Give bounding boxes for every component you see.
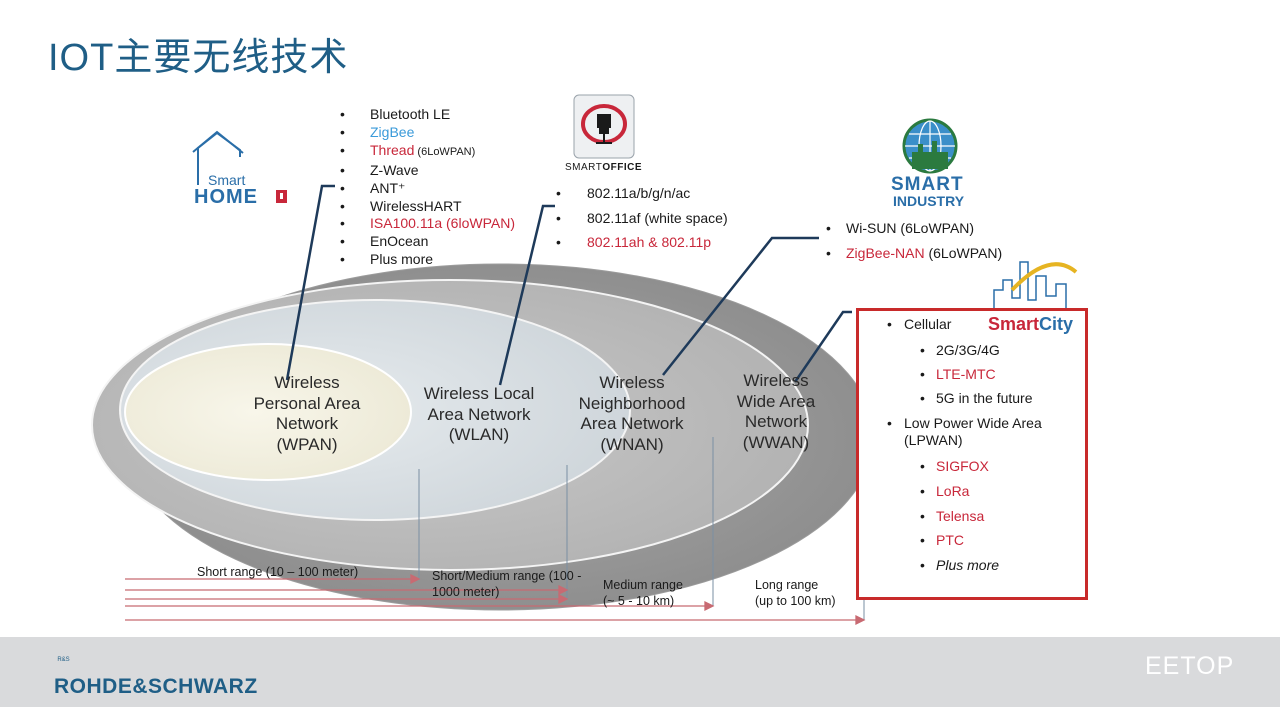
- wlan-label: Wireless Local Area Network (WLAN): [423, 384, 535, 444]
- range-short-medium-label: Short/Medium range (100 - 1000 meter): [432, 569, 582, 599]
- city-tech-name: Telensa: [936, 508, 985, 524]
- smart-home-text-2: HOME: [194, 186, 258, 208]
- smart-home-text-1: Smart: [208, 172, 246, 188]
- home-tech-name: ZigBee: [370, 123, 415, 140]
- city-tech-item: •Plus more: [920, 557, 1000, 573]
- industry-tech-suffix: (6LoWPAN): [924, 244, 1003, 261]
- city-tech-name: LTE-MTC: [936, 366, 996, 382]
- city-tech-name: SIGFOX: [936, 458, 989, 474]
- industry-tech-name: ZigBee-NAN: [846, 244, 925, 261]
- smart-city-prefix: Smart: [988, 314, 1040, 334]
- smart-city-suffix: City: [1039, 314, 1074, 334]
- home-tech-item: ISA100.11a (6loWPAN): [340, 215, 515, 233]
- home-tech-item: Plus more: [340, 251, 515, 269]
- range-medium-label: Medium range (~ 5 - 10 km): [603, 578, 683, 608]
- city-leader-line: [793, 310, 852, 383]
- eetop-watermark: EETOP: [1145, 652, 1235, 680]
- wnan-label: Wireless Neighborhood Area Network (WNAN…: [578, 373, 686, 454]
- city-tech-item: •SIGFOX: [920, 458, 989, 474]
- home-tech-item: EnOcean: [340, 233, 515, 251]
- home-tech-item: Bluetooth LE: [340, 106, 515, 124]
- city-tech-item: •PTC: [920, 532, 964, 548]
- city-tech-name: Plus more: [936, 557, 1000, 573]
- footer-bar: [0, 637, 1280, 707]
- city-tech-item: •LoRa: [920, 483, 970, 499]
- home-tech-item: Thread (6LoWPAN): [340, 142, 515, 162]
- industry-tech-name: Wi-SUN: [846, 220, 897, 236]
- range-short-label: Short range (10 – 100 meter): [197, 565, 359, 579]
- city-tech-name: PTC: [936, 532, 964, 548]
- wpan-oval: [124, 343, 412, 481]
- smart-office-text: SMARTOFFICE: [565, 162, 642, 173]
- smart-industry-logo: [902, 118, 958, 174]
- home-tech-name: ISA100.11a (6loWPAN): [370, 215, 515, 232]
- range-long-label: Long range (up to 100 km): [755, 578, 836, 608]
- city-tech-item: •LTE-MTC: [920, 366, 996, 382]
- smart-city-logo: [993, 261, 1067, 310]
- city-tech-name: 2G/3G/4G: [936, 342, 1000, 358]
- smart-city-text: SmartCity: [988, 314, 1073, 335]
- smart-home-logo: [192, 130, 244, 185]
- home-tech-name: WirelessHART: [370, 197, 462, 214]
- home-tech-name: Z-Wave: [370, 161, 419, 178]
- industry-technology-list: Wi-SUN (6LoWPAN)ZigBee-NAN (6LoWPAN): [826, 216, 1002, 265]
- home-tech-item: ANT⁺: [340, 180, 515, 198]
- home-tech-note: (6LoWPAN): [414, 145, 476, 158]
- office-technology-list: 802.11a/b/g/n/ac802.11af (white space)80…: [556, 181, 728, 255]
- home-technology-list: Bluetooth LEZigBeeThread (6LoWPAN)Z-Wave…: [340, 106, 515, 269]
- industry-leader-line: [662, 236, 819, 376]
- office-tech-item: 802.11af (white space): [556, 206, 728, 231]
- city-tech-name: Low Power Wide Area (LPWAN): [904, 415, 1042, 448]
- office-tech-item: 802.11a/b/g/n/ac: [556, 181, 728, 206]
- home-tech-name: Plus more: [370, 251, 434, 268]
- smart-office-suffix: OFFICE: [602, 162, 642, 173]
- smart-industry-text-1: SMART: [891, 174, 964, 195]
- home-tech-name: ANT⁺: [370, 179, 406, 196]
- home-tech-item: WirelessHART: [340, 198, 515, 216]
- city-tech-item: •5G in the future: [920, 390, 1033, 406]
- home-leader-line: [285, 184, 335, 381]
- footer-stripe: [0, 707, 1280, 720]
- city-tech-item: •Telensa: [920, 508, 985, 524]
- city-tech-name: 5G in the future: [936, 390, 1033, 406]
- city-tech-name: LoRa: [936, 483, 970, 499]
- city-tech-name: Cellular: [904, 316, 952, 332]
- company-name: ROHDE&SCHWARZ: [54, 675, 258, 698]
- office-tech-item: 802.11ah & 802.11p: [556, 230, 728, 255]
- city-tech-item: •Low Power Wide Area (LPWAN): [887, 415, 1042, 448]
- home-tech-name: Thread: [370, 141, 415, 158]
- home-tech-item: Z-Wave: [340, 162, 515, 180]
- home-tech-item: ZigBee: [340, 124, 515, 142]
- city-tech-item: •Cellular: [887, 316, 952, 332]
- smart-office-logo: [573, 94, 635, 159]
- wwan-label: Wireless Wide Area Network (WWAN): [736, 371, 816, 452]
- smart-city-box: [856, 308, 1088, 600]
- industry-tech-suffix: (6LoWPAN): [896, 220, 975, 236]
- industry-tech-item: ZigBee-NAN (6LoWPAN): [826, 241, 1002, 266]
- smart-industry-text-2: INDUSTRY: [893, 193, 965, 209]
- office-leader-line: [498, 204, 555, 386]
- page-title: IOT主要无线技术: [48, 37, 349, 79]
- industry-tech-item: Wi-SUN (6LoWPAN): [826, 216, 1002, 241]
- home-tech-name: Bluetooth LE: [370, 106, 451, 122]
- home-tech-name: EnOcean: [370, 233, 429, 250]
- rs-emblem-text: R&S: [57, 657, 70, 663]
- smart-office-prefix: SMART: [565, 162, 603, 173]
- city-tech-item: •2G/3G/4G: [920, 342, 1000, 358]
- wpan-label: Wireless Personal Area Network (WPAN): [253, 373, 361, 454]
